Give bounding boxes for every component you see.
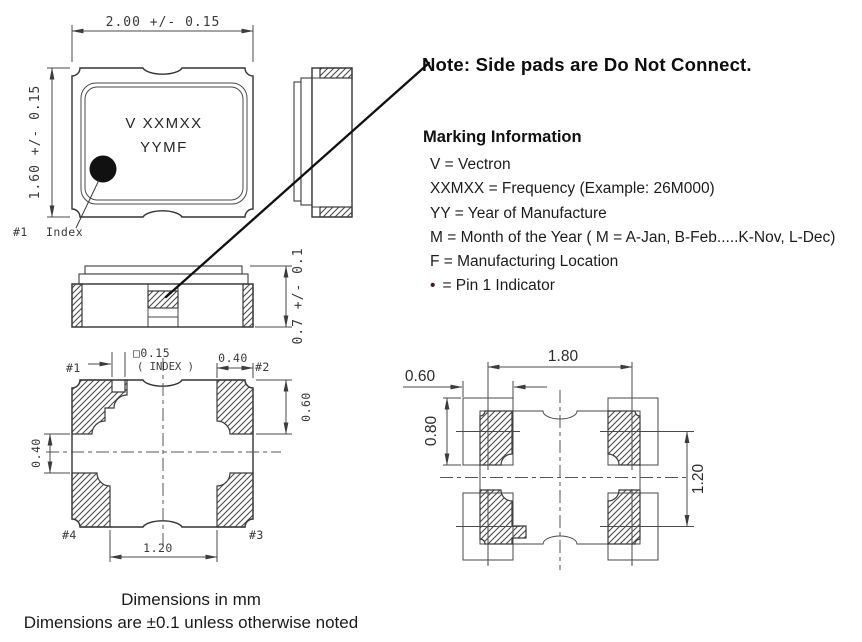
marking-line-frequency: XXMXX = Frequency (Example: 26M000) bbox=[430, 180, 715, 198]
top-view: V XXMXX YYMF #1 Index 2.00 +/- 0.15 1.60… bbox=[13, 15, 254, 239]
land-pad-tr bbox=[607, 410, 641, 466]
dim-pitch-y-text: 1.20 bbox=[690, 464, 707, 495]
package-marking-line1: V XXMXX bbox=[125, 115, 202, 132]
side-pad-bottom bbox=[319, 206, 353, 218]
dim-pitch-x: 1.80 bbox=[487, 348, 633, 370]
lid-outline-inner bbox=[84, 86, 244, 201]
note-text: Note: Side pads are Do Not Connect. bbox=[422, 54, 752, 75]
dim-width-text: 2.00 +/- 0.15 bbox=[106, 15, 221, 30]
land-pad-tl bbox=[479, 410, 513, 466]
pin1-label: #1 bbox=[66, 361, 81, 375]
dim-pad-gap: 0.40 bbox=[29, 433, 70, 474]
footer-notes: Dimensions in mm Dimensions are ±0.1 unl… bbox=[2, 588, 380, 634]
note-leader-line bbox=[164, 61, 431, 299]
dim-land-width: 0.60 bbox=[403, 368, 547, 412]
package-outline bbox=[71, 67, 254, 218]
dim-index-label: ( INDEX ) bbox=[137, 361, 194, 373]
land-pad-br bbox=[607, 489, 641, 545]
marking-line-year: YY = Year of Manufacture bbox=[430, 204, 607, 222]
dim-land-height-text: 0.80 bbox=[423, 416, 440, 447]
dim-pad-height: 0.60 bbox=[256, 379, 313, 435]
dim-pad-width-text: 0.40 bbox=[218, 351, 248, 365]
marking-info-title: Marking Information bbox=[423, 128, 582, 146]
package-marking-line2: YYMF bbox=[140, 139, 188, 156]
pin3-label: #3 bbox=[249, 528, 264, 542]
dim-height: 1.60 +/- 0.15 bbox=[28, 67, 70, 218]
dim-land-width-text: 0.60 bbox=[405, 368, 436, 385]
dim-thickness-text: 0.7 +/- 0.1 bbox=[291, 247, 306, 344]
pad-2 bbox=[216, 379, 254, 435]
index-label: Index bbox=[46, 225, 83, 239]
land-pattern: 1.80 0.60 0.80 1.20 bbox=[403, 348, 707, 570]
marking-info-block: Marking Information V = Vectron XXMXX = … bbox=[423, 128, 835, 299]
lid-outline-outer bbox=[80, 82, 248, 205]
dim-pad-gap-text: 0.40 bbox=[29, 438, 43, 468]
dim-pad-width: 0.40 bbox=[216, 351, 254, 378]
pin4-label: #4 bbox=[62, 528, 77, 542]
dim-height-text: 1.60 +/- 0.15 bbox=[28, 85, 43, 200]
pin2-label: #2 bbox=[255, 360, 270, 374]
dim-index: □0.15 ( INDEX ) bbox=[88, 346, 194, 377]
pad-1 bbox=[71, 379, 128, 435]
pin1-bullet-icon: • bbox=[430, 277, 436, 295]
pad-4 bbox=[71, 472, 111, 528]
front-lid-step2 bbox=[78, 273, 249, 285]
front-pad-left bbox=[71, 283, 83, 328]
dim-pad-height-text: 0.60 bbox=[299, 392, 313, 422]
side-body bbox=[311, 67, 353, 218]
footer-line-units: Dimensions in mm bbox=[121, 590, 261, 609]
footer-line-tolerance: Dimensions are ±0.1 unless otherwise not… bbox=[23, 613, 359, 632]
side-lid-step2 bbox=[300, 77, 313, 206]
dim-pitch-y: 1.20 bbox=[684, 431, 707, 527]
front-pad-right bbox=[242, 283, 254, 328]
pad-3 bbox=[216, 472, 254, 528]
marking-line-pin1: • = Pin 1 Indicator bbox=[423, 274, 835, 298]
dim-land-height: 0.80 bbox=[423, 397, 461, 466]
land-pad-bl-pin1 bbox=[479, 489, 527, 545]
side-view bbox=[293, 67, 353, 218]
dim-pad-span: 1.20 bbox=[109, 530, 218, 562]
pin1-leader-line bbox=[75, 179, 100, 229]
marking-line-month: M = Month of the Year ( M = A-Jan, B-Feb… bbox=[430, 228, 836, 246]
dim-pitch-x-text: 1.80 bbox=[548, 348, 579, 365]
pin1-indicator-text: = Pin 1 Indicator bbox=[442, 277, 555, 295]
pin1-ref-label: #1 bbox=[13, 225, 28, 239]
marking-line-location: F = Manufacturing Location bbox=[430, 253, 619, 271]
bottom-view: #1 #2 #3 #4 □0.15 ( INDEX ) 0.40 0.60 0 bbox=[29, 346, 313, 562]
marking-line-v: V = Vectron bbox=[430, 156, 511, 173]
pin1-indicator-dot bbox=[89, 155, 117, 183]
land-package-outline bbox=[479, 410, 641, 545]
front-view: 0.7 +/- 0.1 bbox=[71, 247, 306, 345]
dim-width: 2.00 +/- 0.15 bbox=[71, 15, 254, 62]
dim-thickness: 0.7 +/- 0.1 bbox=[250, 247, 306, 345]
front-lid-step1 bbox=[84, 265, 243, 275]
front-side-pad-center bbox=[147, 290, 179, 309]
side-pad-top bbox=[319, 67, 353, 79]
dim-index-text: □0.15 bbox=[133, 346, 170, 360]
dim-pad-span-text: 1.20 bbox=[143, 541, 173, 555]
